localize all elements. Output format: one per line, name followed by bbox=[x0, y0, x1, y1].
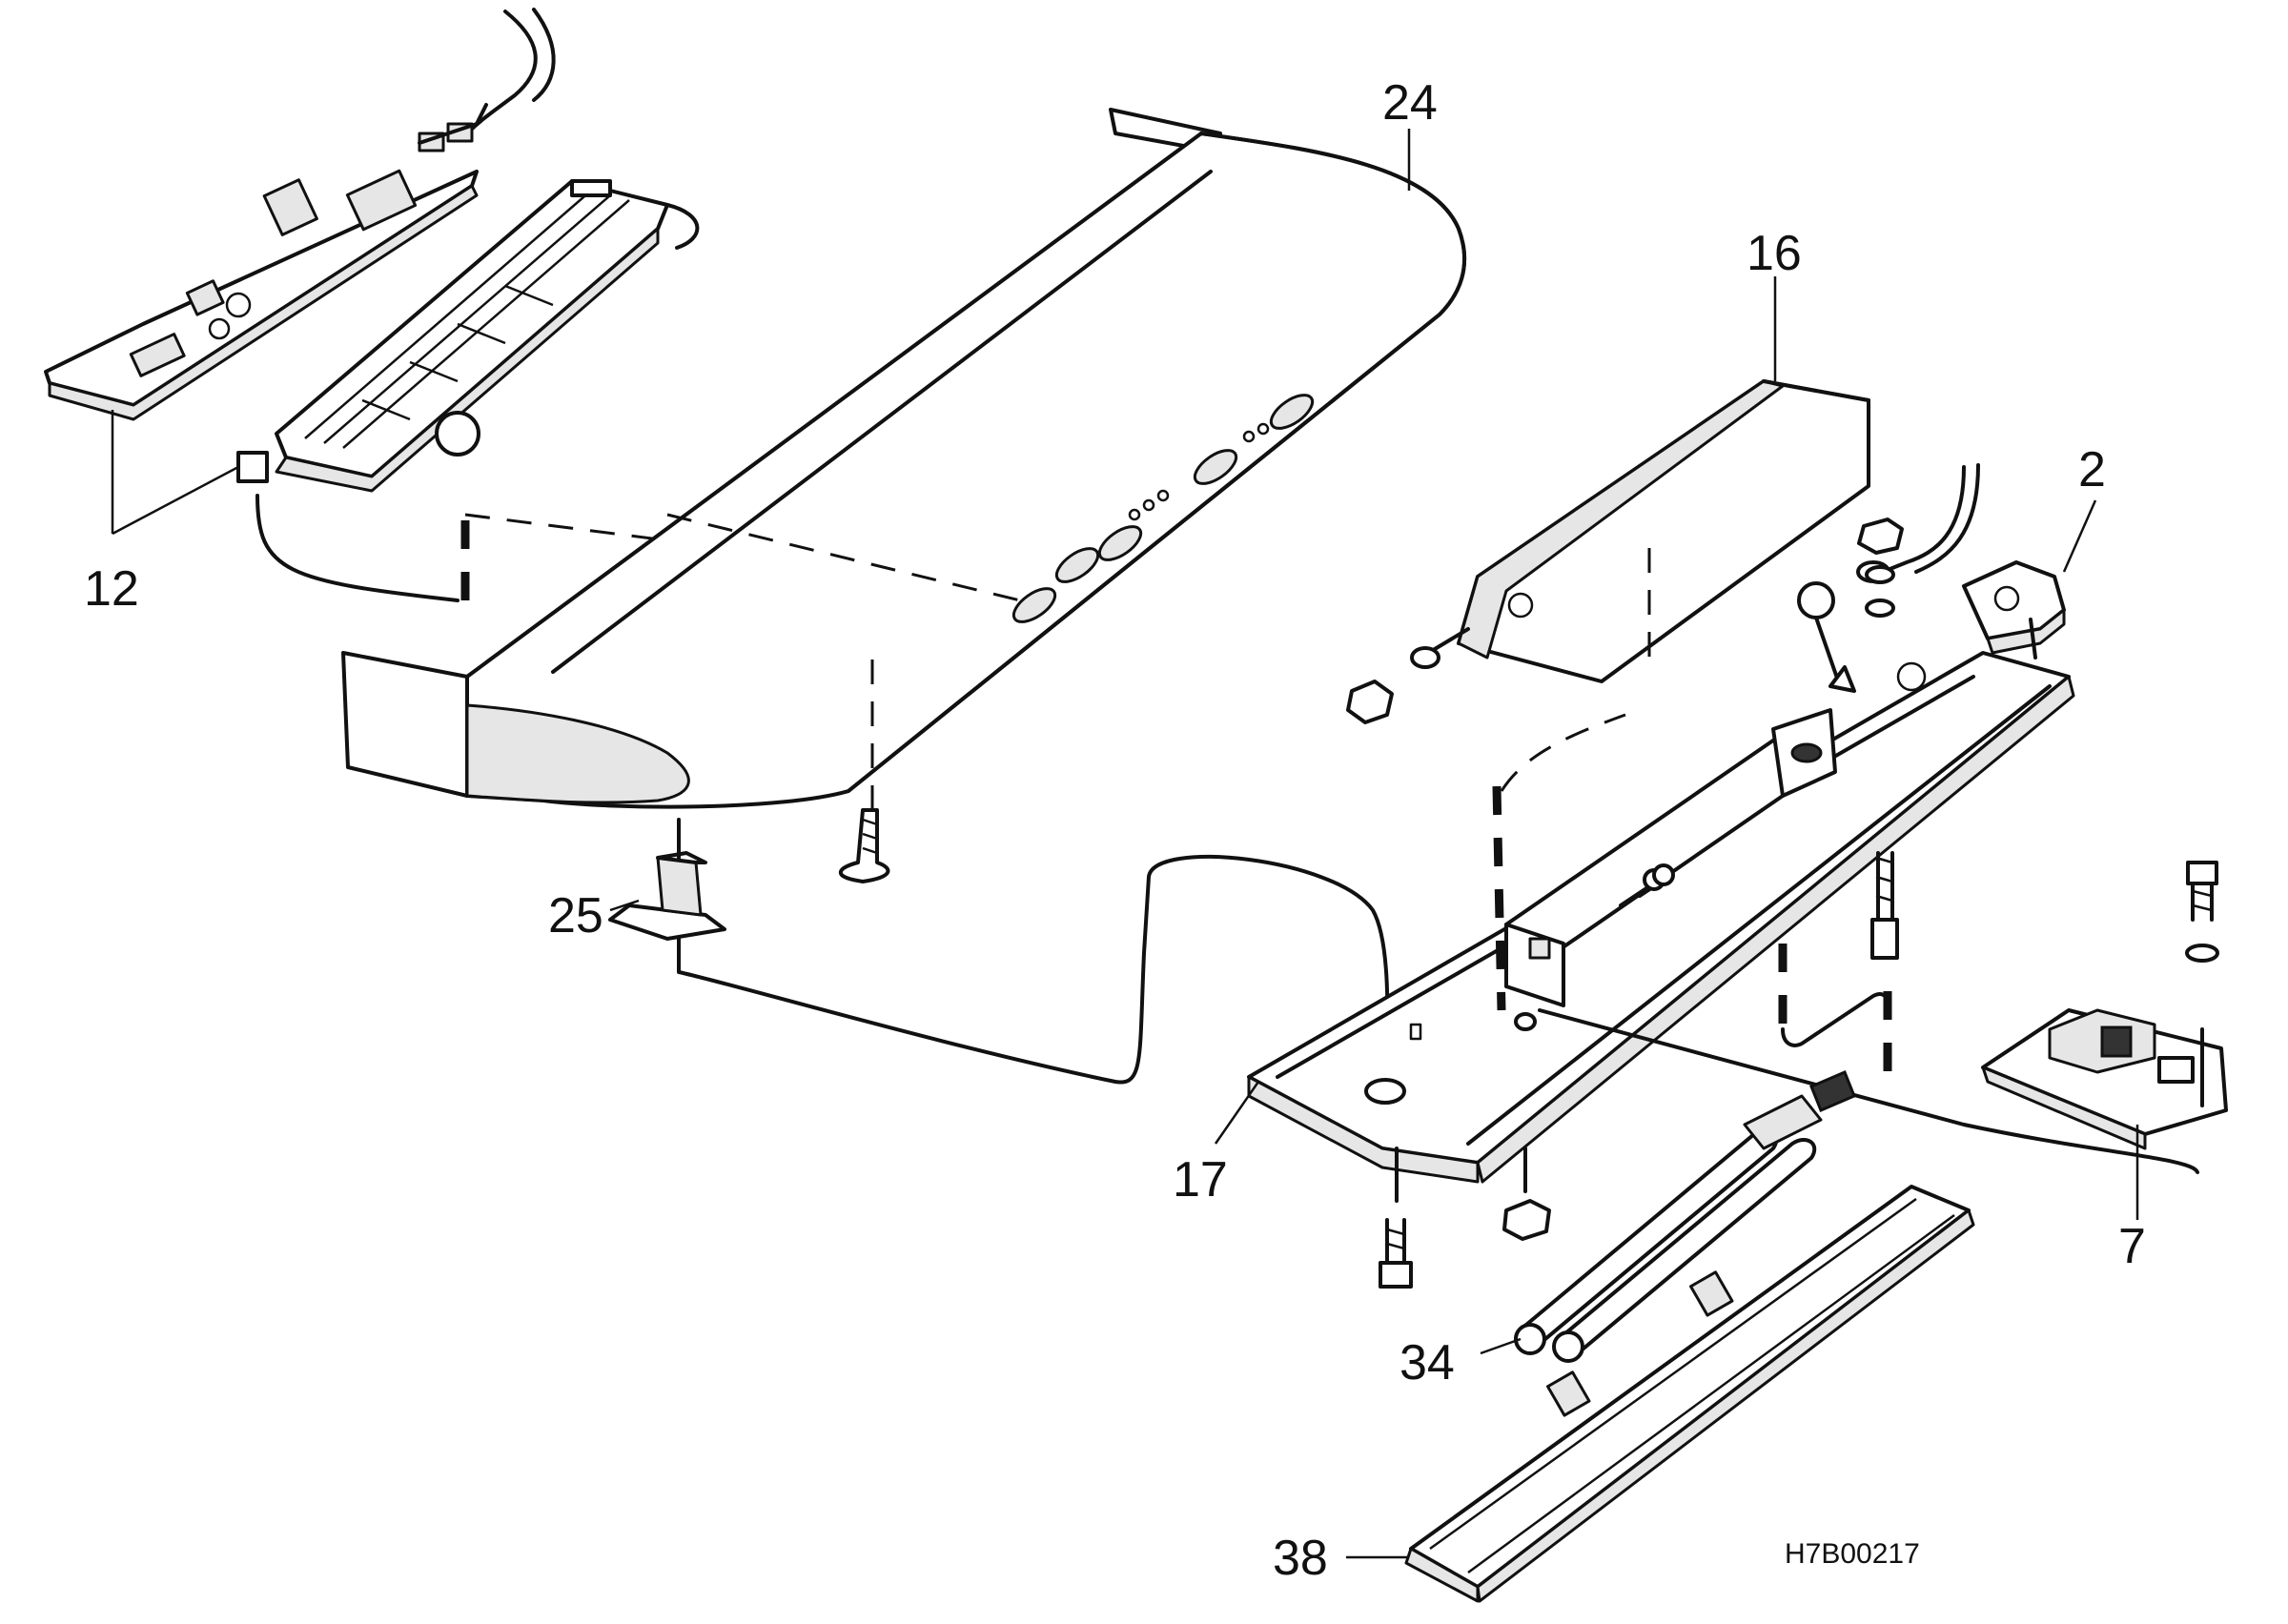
label-2: 2 bbox=[2078, 442, 2106, 497]
bottom-nut bbox=[1502, 1147, 1551, 1241]
part-17-base-tray bbox=[1247, 581, 2075, 1184]
leader-34 bbox=[1480, 1337, 1522, 1355]
label-12: 12 bbox=[84, 561, 139, 617]
dashed-guide-16-left bbox=[1492, 785, 1506, 1011]
wire-25 bbox=[677, 855, 1390, 1088]
tray-screw-upper bbox=[1870, 851, 1899, 960]
leader-25 bbox=[609, 899, 640, 912]
part-16-cover bbox=[1457, 379, 1870, 683]
label-7: 7 bbox=[2118, 1219, 2146, 1274]
part-34-lamp bbox=[1514, 1070, 1856, 1363]
hood-screw bbox=[838, 658, 890, 883]
label-24: 24 bbox=[1382, 75, 1438, 131]
nut-and-washer bbox=[1346, 627, 1470, 724]
part-12-control-board bbox=[44, 8, 700, 493]
label-17: 17 bbox=[1173, 1152, 1228, 1208]
label-16: 16 bbox=[1747, 226, 1802, 281]
wire-12 bbox=[255, 494, 460, 602]
label-38: 38 bbox=[1273, 1531, 1328, 1586]
drawing-code: H7B00217 bbox=[1785, 1538, 1920, 1570]
part-2-terminal bbox=[1856, 463, 2066, 660]
leader-12 bbox=[111, 410, 239, 536]
part-24-hood-body bbox=[341, 108, 1467, 809]
bottom-screw-left bbox=[1379, 1147, 1413, 1289]
leader-2 bbox=[2062, 499, 2097, 573]
leader-17 bbox=[1214, 1081, 1260, 1145]
nut-stack-right bbox=[1857, 518, 1904, 618]
part-7-ballast bbox=[1981, 861, 2228, 1150]
part-38-diffuser bbox=[1404, 1185, 1975, 1603]
guide-7 bbox=[1538, 1008, 2199, 1174]
dashed-guide-16-inner bbox=[1500, 713, 1626, 792]
part-25-connector bbox=[608, 818, 726, 941]
label-34: 34 bbox=[1399, 1335, 1455, 1391]
lamp-clip bbox=[1781, 992, 1890, 1047]
label-25: 25 bbox=[548, 888, 603, 944]
